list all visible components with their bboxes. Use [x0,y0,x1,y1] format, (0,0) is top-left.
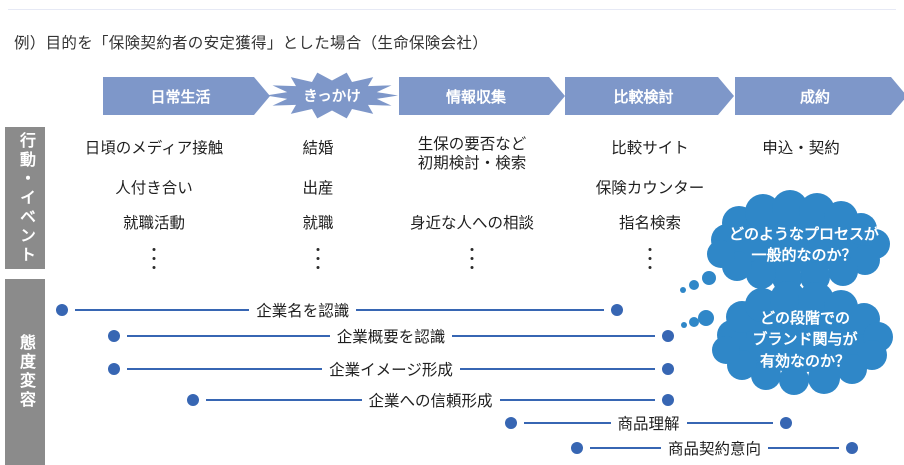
vertical-ellipsis-icon [152,248,156,269]
stage-label: 日常生活 [150,88,211,106]
thought-bubble-line: ブランド関与が [752,331,858,349]
timeline-dot [611,304,623,316]
timeline-segment [127,368,323,370]
burst-shape-icon [266,72,398,119]
behavior-item: 身近な人への相談 [409,215,535,232]
behavior-axis-text: 行動・イベント [17,131,34,265]
vertical-ellipsis-icon [470,248,474,269]
behavior-item: 人付き合い [115,180,193,197]
behavior-item: 就職活動 [122,215,186,232]
thought-bubble-line: どのようなプロセスが [728,225,879,243]
attitude-line: 企業への信頼形成 [187,389,675,411]
attitude-line: 企業概要を認識 [108,325,675,347]
behavior-item: 比較サイト [611,140,689,157]
timeline-dot [662,394,675,406]
timeline-segment [459,368,656,370]
timeline-segment [206,399,362,401]
behavior-item: 結婚 [302,140,334,157]
thought-bubble-text: どのようなプロセスが一般的なのか？ [711,210,897,280]
page-title: 例）目的を「保険契約者の安定獲得」とした場合（生命保険会社） [14,35,489,52]
timeline-dot [187,394,199,406]
attitude-line: 企業イメージ形成 [108,358,675,380]
timeline-dot [108,330,120,342]
timeline-dot [780,417,793,429]
thought-cloud-icon [681,281,893,395]
attitude-line: 商品契約意向 [571,437,859,459]
attitude-line: 企業名を認識 [56,299,623,321]
stage-arrow-2: 情報収集 [399,77,565,115]
behavior-axis-label: 行動・イベント [5,127,45,269]
behavior-item: 日頃のメディア接触 [84,140,224,157]
timeline-dot [571,442,583,454]
behavior-item: 指名検索 [618,215,682,232]
vertical-ellipsis-icon [648,248,652,269]
attitude-line-label: 商品契約意向 [668,441,762,458]
timeline-dot [56,304,68,316]
timeline-segment [686,422,774,424]
timeline-segment [590,447,661,449]
stage-arrow-4: 成約 [735,77,904,115]
vertical-ellipsis-icon [316,248,320,269]
attitude-axis-label: 態度変容 [5,279,45,465]
thought-bubble-line: どの段階での [759,309,850,327]
behavior-item: 出産 [302,180,334,197]
thought-bubble-1: どの段階でのブランド関与が有効なのか？ [676,281,904,395]
thought-bubble-line: 一般的なのか？ [751,247,857,264]
timeline-dot [662,330,675,342]
stage-label: 情報収集 [445,88,506,106]
timeline-segment [499,399,656,401]
stage-arrow-0: 日常生活 [103,77,270,115]
timeline-dot [846,442,859,454]
behavior-item: 保険カウンター [595,180,705,197]
attitude-line-label: 商品理解 [617,416,680,433]
attitude-axis-text: 態度変容 [17,334,34,410]
thought-bubble-text: どの段階でのブランド関与が有効なのか？ [710,297,900,383]
top-divider [8,9,896,10]
thought-bubble-0: どのようなプロセスが一般的なのか？ [675,190,904,293]
behavior-item: 申込・契約 [762,140,840,157]
timeline-segment [524,422,611,424]
timeline-dot [662,363,675,375]
behavior-item: 生保の要否など 初期検討・検索 [417,136,527,172]
timeline-segment [356,309,604,311]
stage-arrow-3: 比較検討 [565,77,734,115]
timeline-dot [505,417,517,429]
timeline-segment [75,309,250,311]
timeline-dot [108,363,120,375]
stage-label: きっかけ [303,89,361,105]
attitude-line-label: 企業イメージ形成 [329,362,453,379]
behavior-item: 就職 [302,215,334,232]
timeline-segment [452,335,656,337]
stage-label: 成約 [799,88,830,106]
stage-label: 比較検討 [613,88,674,106]
attitude-line-label: 企業名を認識 [256,303,350,320]
attitude-line-label: 企業概要を認識 [336,329,446,346]
thought-bubble-line: 有効なのか？ [759,352,850,370]
timeline-segment [127,335,330,337]
stage-burst-1: きっかけ [266,72,398,119]
attitude-line: 商品理解 [505,412,793,434]
timeline-segment [768,447,840,449]
attitude-line-label: 企業への信頼形成 [368,393,493,410]
